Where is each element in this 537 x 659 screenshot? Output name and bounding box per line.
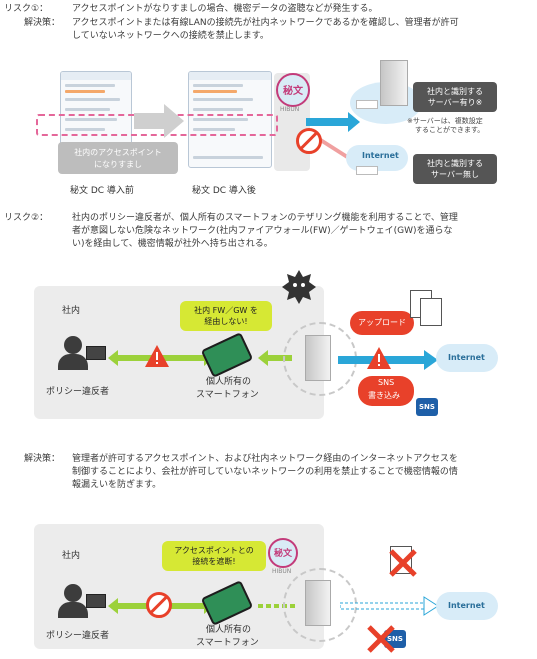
- upload-label: アップロード: [358, 318, 406, 327]
- server-no-box: 社内と識別する サーバー無し: [413, 154, 497, 184]
- solution2-line3: 報漏えいを防ぎます。: [72, 480, 162, 490]
- sns-burst: [358, 376, 414, 406]
- internet-cloud-icon-3: [436, 592, 498, 620]
- server-yes-line2: サーバー有り※: [427, 98, 483, 107]
- server-icon: [380, 60, 408, 106]
- violator-label: ポリシー違反者: [46, 387, 110, 397]
- violator-label-2: ポリシー違反者: [46, 631, 110, 641]
- server-note-2: することができます。: [415, 126, 485, 134]
- prohibit-icon-2: [146, 592, 172, 618]
- sns-badge-icon: SNS: [416, 398, 438, 416]
- company-panel: [34, 286, 324, 419]
- router-icon: [356, 100, 378, 109]
- before-caption: 秘文 DC 導入前: [70, 186, 134, 196]
- solution2-label: 解決策：: [24, 454, 61, 464]
- server-yes-box: 社内と識別する サーバー有り※: [413, 82, 497, 112]
- server-no-line2: サーバー無し: [431, 170, 479, 179]
- hibun-logo-icon-2: 秘文: [268, 538, 298, 568]
- warning-icon: [145, 345, 169, 367]
- solution1-line1: アクセスポイントまたは有線LANの接続先が社内ネットワークであるかを確認し、管理…: [72, 18, 459, 28]
- hibun-logo-text-2: 秘文: [273, 549, 292, 559]
- callout-line1: 社内 FW／GW を: [194, 306, 258, 315]
- server-note-1: ※サーバーは、複数設定: [407, 117, 483, 125]
- prohibit-icon: [296, 128, 322, 154]
- blue-arrow: [338, 350, 438, 370]
- solution2-line1: 管理者が許可するアクセスポイント、および社内ネットワーク経由のインターネットアク…: [72, 454, 458, 464]
- callout-block: アクセスポイントとの 接続を遮断!: [162, 541, 266, 571]
- sns-label-2: 書き込み: [368, 391, 400, 400]
- internet-label-1: Internet: [362, 151, 399, 160]
- dashed-blue-arrow: [340, 596, 439, 616]
- spoof-label-line2: になりすまし: [94, 160, 142, 169]
- sns-label-1: SNS: [378, 378, 395, 387]
- server-yes-line1: 社内と識別する: [427, 87, 483, 96]
- after-caption: 秘文 DC 導入後: [192, 186, 256, 196]
- laptop-icon-2: [86, 594, 106, 608]
- block-x-icon-2: [367, 625, 395, 653]
- phone-label-4: スマートフォン: [196, 638, 259, 648]
- callout-line2: 経由しない!: [204, 317, 248, 326]
- hibun-logo-text: 秘文: [283, 86, 303, 97]
- router-icon-2: [356, 166, 378, 175]
- warning-icon-2: [367, 347, 391, 369]
- block-x-icon: [389, 549, 417, 577]
- callout-block-line2: 接続を遮断!: [192, 557, 236, 566]
- threat-icon: [282, 270, 316, 304]
- company-label: 社内: [62, 306, 81, 316]
- transition-arrow: [134, 104, 184, 138]
- firewall-circle-2: [283, 568, 357, 642]
- risk2-line1: 社内のポリシー違反者が、個人所有のスマートフォンのテザリング機能を利用することで…: [72, 213, 458, 223]
- internet-label-2: Internet: [448, 353, 485, 362]
- solution1-label: 解決策：: [24, 18, 61, 28]
- phone-label-3: 個人所有の: [206, 625, 252, 635]
- spoof-label-box: 社内のアクセスポイント になりすまし: [58, 142, 178, 174]
- risk2-line2: 者が意図しない危険なネットワーク(社内ファイアウォール(FW)／ゲートウェイ(G…: [72, 226, 453, 236]
- phone-after-screen: [188, 71, 272, 168]
- risk2-line3: い)を経由して、機密情報が社外へ持ち出される。: [72, 239, 273, 249]
- solution1-line2: していないネットワークへの接続を禁止します。: [72, 31, 269, 41]
- internet-label-3: Internet: [448, 601, 485, 610]
- internet-cloud-icon-2: [436, 344, 498, 372]
- server-icon-2: [305, 335, 331, 381]
- risk1-text: アクセスポイントがなりすましの場合、機密データの盗聴などが発生する。: [72, 4, 378, 14]
- risk1-label: リスク①：: [4, 4, 49, 14]
- spoof-label-line1: 社内のアクセスポイント: [74, 148, 162, 157]
- upload-burst: [350, 311, 414, 335]
- phone-label-2: スマートフォン: [196, 390, 259, 400]
- phone-label-1: 個人所有の: [206, 377, 252, 387]
- sns-badge-icon-2: SNS: [384, 630, 406, 648]
- callout-block-line1: アクセスポイントとの: [174, 546, 254, 555]
- laptop-icon: [86, 346, 106, 360]
- hibun-logo-sub: HIBUN: [280, 106, 300, 113]
- server-icon-3: [305, 580, 331, 626]
- risk2-label: リスク②：: [4, 213, 49, 223]
- hibun-logo-sub-2: HIBUN: [272, 568, 292, 575]
- company-label-2: 社内: [62, 551, 81, 561]
- solution2-line2: 制御することにより、会社が許可していないネットワークの利用を禁止することで機密情…: [72, 467, 458, 477]
- hibun-logo-icon: 秘文: [276, 73, 310, 107]
- server-no-line1: 社内と識別する: [427, 159, 483, 168]
- document-icon-2: [420, 298, 442, 326]
- callout-no-fw: 社内 FW／GW を 経由しない!: [180, 301, 272, 331]
